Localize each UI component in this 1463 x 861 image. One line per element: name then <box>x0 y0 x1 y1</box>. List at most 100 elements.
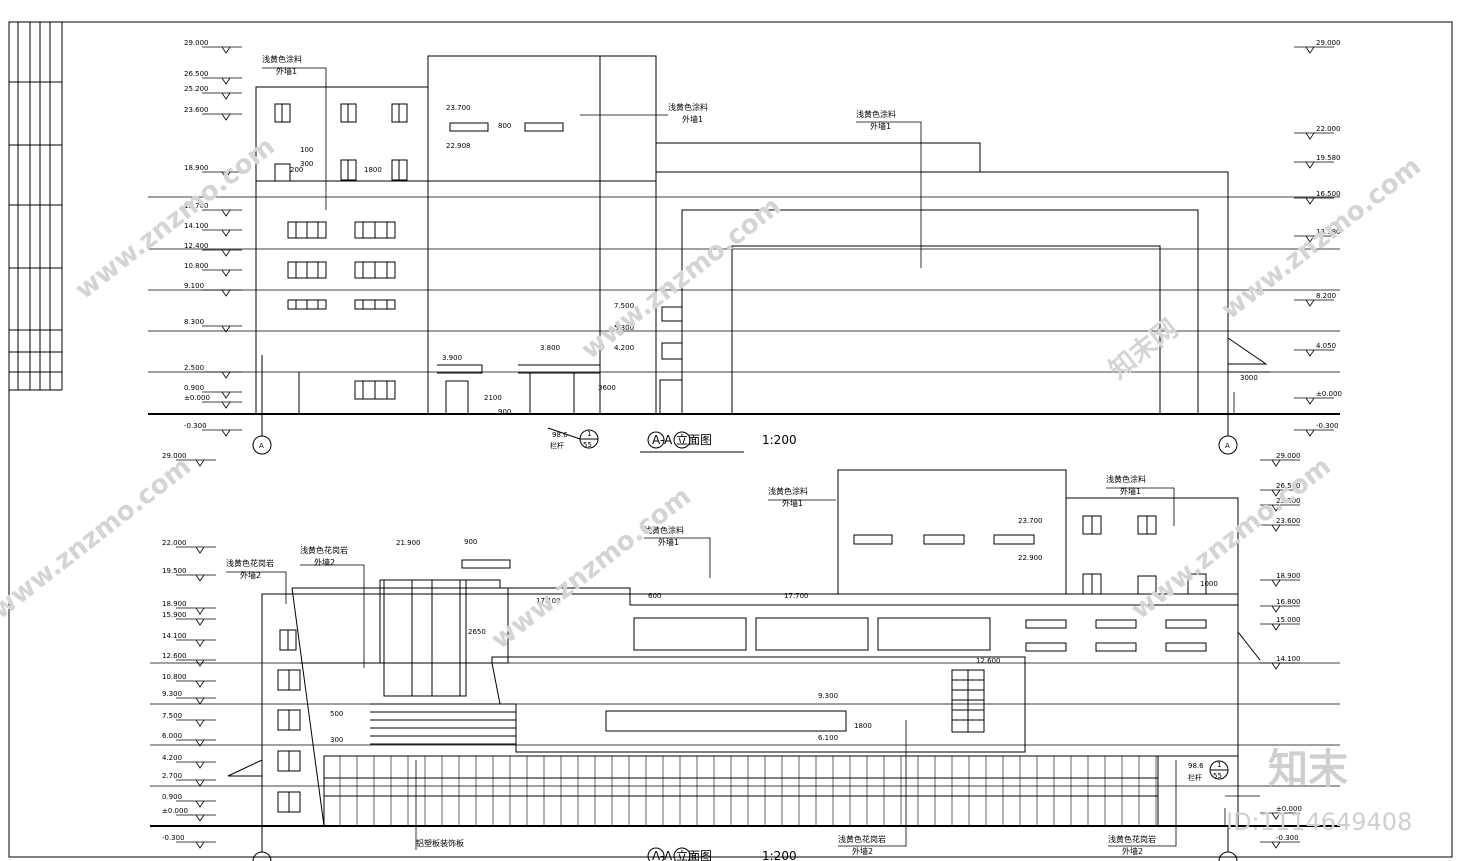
level-label: 22.000 <box>162 539 187 547</box>
level-label: 25.200 <box>184 85 209 93</box>
level-label: 15.700 <box>184 202 209 210</box>
lower-drawing-title: A-A 立面图 <box>652 848 712 861</box>
material-note: 浅黄色花岗岩 <box>226 558 274 568</box>
level-label: 15.000 <box>1276 616 1301 624</box>
material-note: 浅黄色涂料 <box>768 486 808 496</box>
inner-level-label: 21.900 <box>396 539 421 547</box>
upper-drawing-scale: 1:200 <box>762 433 797 447</box>
level-label: -0.300 <box>1276 834 1299 842</box>
level-label: 14.100 <box>1276 655 1301 663</box>
material-note: 浅黄色涂料 <box>1106 474 1146 484</box>
level-label: 7.500 <box>162 712 182 720</box>
level-label: 23.600 <box>184 106 209 114</box>
material-note: 浅黄色涂料 <box>262 54 302 64</box>
lower-detail-ref-label: 栏杆 <box>1188 773 1202 782</box>
dimension-label: 2650 <box>468 628 486 636</box>
level-label: 29.000 <box>1316 39 1341 47</box>
level-label: 4.200 <box>162 754 182 762</box>
upper-detail-ref-num: 1 <box>587 430 591 438</box>
upper-windows <box>274 103 683 400</box>
level-label: 26.500 <box>184 70 209 78</box>
material-note: 浅黄色花岗岩 <box>300 545 348 555</box>
inner-level-labels: 23.70022.9087.5005.3004.2003.9003.80021.… <box>396 104 1043 742</box>
inner-level-label: 22.908 <box>446 142 471 150</box>
inner-level-label: 12.600 <box>976 657 1001 665</box>
level-label: ±0.000 <box>1276 805 1302 813</box>
upper-elevation <box>148 55 1340 415</box>
dimension-label: 300 <box>330 736 343 744</box>
lower-detail-ref-level: 98.6 <box>1188 762 1204 770</box>
upper-detail-ref-label: 栏杆 <box>550 441 564 450</box>
dimension-label: 3600 <box>598 384 616 392</box>
inner-level-label: 17.700 <box>784 592 809 600</box>
level-label: 18.900 <box>184 164 209 172</box>
level-label: 18.900 <box>1276 572 1301 580</box>
level-label: ±0.000 <box>184 394 210 402</box>
inner-level-label: 3.800 <box>540 344 560 352</box>
material-note: 浅黄色涂料 <box>856 109 896 119</box>
dimension-label: 100 <box>300 146 313 154</box>
watermark-brand: 知末 <box>1268 746 1348 792</box>
level-label: -0.300 <box>162 834 185 842</box>
dimension-label: 1800 <box>364 166 382 174</box>
material-tag: 外墙2 <box>852 846 873 856</box>
level-label: 9.300 <box>162 690 182 698</box>
level-label: 6.000 <box>162 732 182 740</box>
level-label: 13.580 <box>1316 228 1341 236</box>
lower-detail-ref-sheet: 55 <box>1213 772 1222 780</box>
lower-windows <box>277 515 1207 813</box>
inner-level-label: 6.100 <box>818 734 838 742</box>
sheet-frame <box>8 21 1453 858</box>
lower-detail-ref-num: 1 <box>1217 761 1221 769</box>
upper-axis-label-right: A <box>1225 442 1230 450</box>
level-label: 12.400 <box>184 242 209 250</box>
material-note: 浅黄色花岗岩 <box>1108 834 1156 844</box>
level-label: 2.700 <box>162 772 182 780</box>
podium-mullions <box>339 756 1157 826</box>
material-note: 铝塑板装饰板 <box>416 838 464 848</box>
level-label: 14.100 <box>184 222 209 230</box>
level-label: 2.500 <box>184 364 204 372</box>
level-label: ±0.000 <box>1316 390 1342 398</box>
material-tag: 外墙1 <box>1120 486 1141 496</box>
level-label: 29.000 <box>162 452 187 460</box>
material-note: 浅黄色花岗岩 <box>838 834 886 844</box>
level-label: 10.800 <box>162 673 187 681</box>
lower-leaders <box>226 487 1260 850</box>
material-tag: 外墙1 <box>870 121 891 131</box>
level-label: 10.800 <box>184 262 209 270</box>
inner-level-label: 23.700 <box>1018 517 1043 525</box>
lower-elevation <box>150 469 1340 827</box>
dimension-labels: 8003000210090018003600300200100900265050… <box>290 122 1258 744</box>
material-tag: 外墙1 <box>782 498 803 508</box>
material-tag: 外墙2 <box>1122 846 1143 856</box>
level-label: 0.900 <box>162 793 182 801</box>
dimension-label: 200 <box>290 166 303 174</box>
material-note: 浅黄色涂料 <box>644 525 684 535</box>
level-markers: 29.000 26.500 25.200 23.600 18.900 15.700 14.1… <box>162 39 1342 849</box>
level-label: 19.500 <box>162 567 187 575</box>
upper-axis-label-left: A <box>259 442 264 450</box>
inner-level-label: 23.700 <box>446 104 471 112</box>
material-tag: 外墙2 <box>314 557 335 567</box>
level-label: 22.000 <box>1316 125 1341 133</box>
level-label: 16.500 <box>1316 190 1341 198</box>
watermark-id: ID:1114649408 <box>1226 808 1412 836</box>
material-note: 浅黄色涂料 <box>668 102 708 112</box>
dimension-label: 500 <box>330 710 343 718</box>
dimension-label: 300 <box>300 160 313 168</box>
level-label: 25.200 <box>1276 497 1301 505</box>
upper-drawing-title: A-A 立面图 <box>652 432 712 447</box>
inner-level-label: 22.900 <box>1018 554 1043 562</box>
level-label: 8.300 <box>184 318 204 326</box>
upper-detail-ref-sheet: 55 <box>583 441 592 449</box>
level-label: 0.900 <box>184 384 204 392</box>
dimension-label: 1800 <box>854 722 872 730</box>
level-label: 15.900 <box>162 611 187 619</box>
material-tag: 外墙1 <box>658 537 679 547</box>
material-tag: 外墙1 <box>276 66 297 76</box>
inner-level-label: 9.300 <box>818 692 838 700</box>
level-label: ±0.000 <box>162 807 188 815</box>
level-label: 8.200 <box>1316 292 1336 300</box>
